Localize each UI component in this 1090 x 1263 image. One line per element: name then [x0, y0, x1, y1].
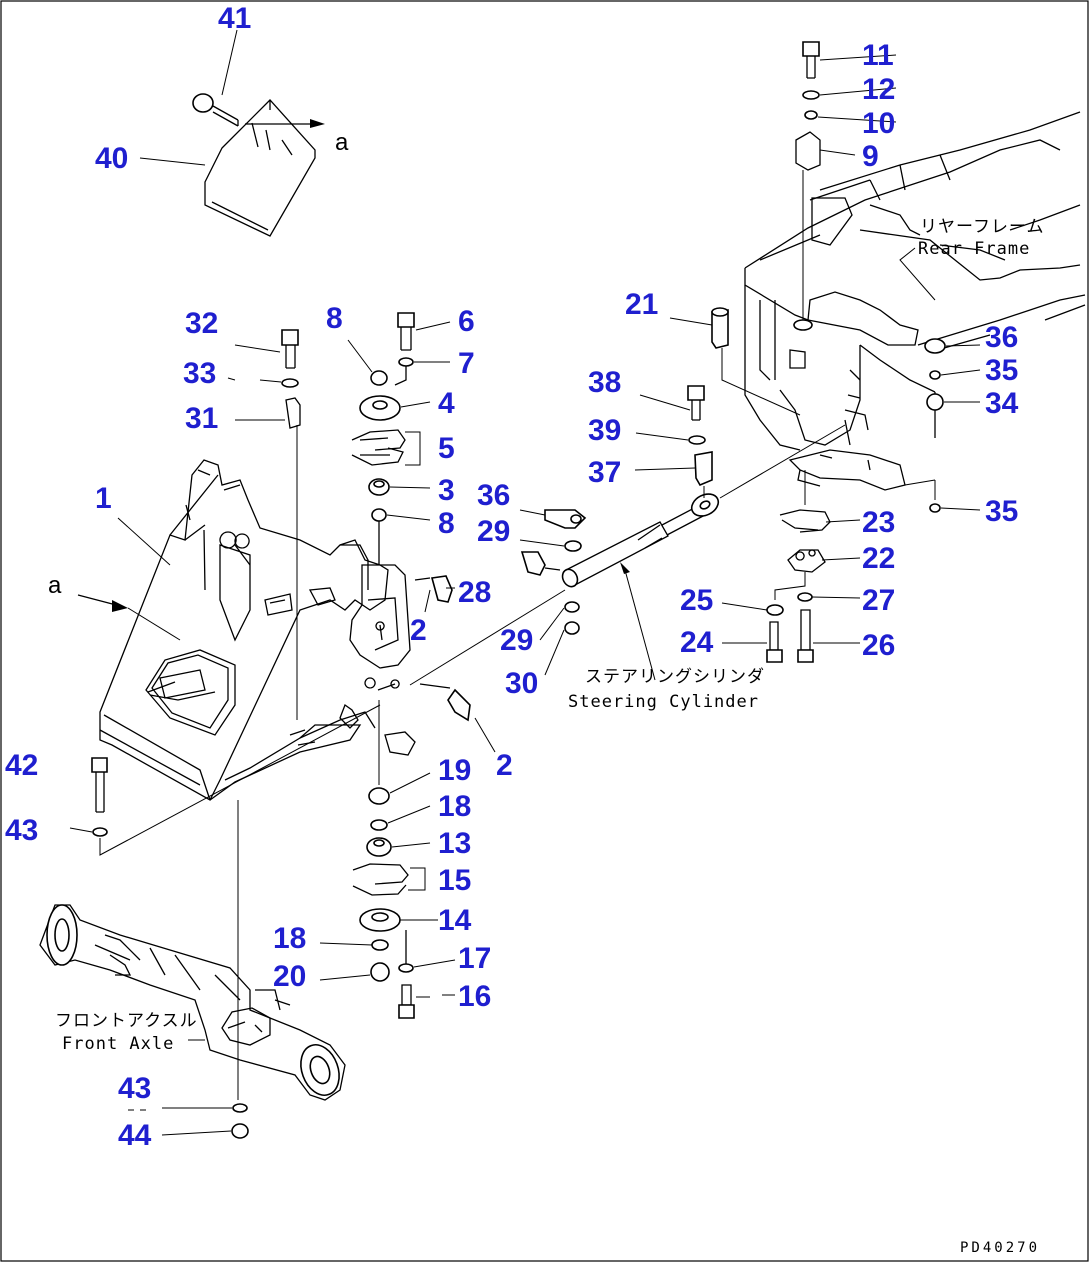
callout-number: 36 [477, 479, 510, 512]
callout-number: 18 [438, 790, 471, 823]
callout-number: 18 [273, 922, 306, 955]
front-axle-label-en: Front Axle [62, 1034, 174, 1054]
steering-bracket [349, 564, 411, 669]
callout-number: 40 [95, 142, 128, 175]
lower-pivot-parts [352, 700, 415, 1019]
callout-number: 29 [500, 624, 533, 657]
callout-number: 2 [496, 749, 513, 782]
callout-number: 7 [458, 347, 475, 380]
callout-number: 12 [862, 73, 895, 106]
callout-number: 31 [185, 402, 218, 435]
callout-number: 8 [438, 507, 455, 540]
callout-number: 17 [458, 942, 491, 975]
callout-number: 26 [862, 629, 895, 662]
callout-number: 5 [438, 432, 455, 465]
callout-number: 11 [862, 39, 894, 72]
upper-pivot-parts [351, 312, 415, 565]
callout-number: 2 [410, 614, 427, 647]
leader-lines [69, 29, 981, 1136]
callout-number: 35 [985, 354, 1018, 387]
callout-number: 20 [273, 960, 306, 993]
callout-number: 9 [862, 140, 879, 173]
view-marker-top: a [335, 129, 349, 156]
view-marker-left: a [48, 572, 62, 599]
pin-31-parts [281, 329, 301, 720]
callout-number: 39 [588, 414, 621, 447]
callout-number: 33 [183, 357, 216, 390]
callout-number: 13 [438, 827, 471, 860]
callout-number: 29 [477, 515, 510, 548]
callout-number: 16 [458, 980, 491, 1013]
steering-cylinder-label-jp: ステアリングシリンダ [585, 667, 765, 687]
callout-number: 14 [438, 904, 472, 937]
callout-number: 6 [458, 305, 475, 338]
callout-number: 41 [218, 2, 251, 35]
component-labels: リヤーフレーム Rear Frame ステアリングシリンダ Steering C… [48, 129, 1044, 1256]
rear-lower-parts [766, 338, 946, 663]
front-axle-part [39, 904, 346, 1101]
rear-frame-bracket [788, 409, 906, 491]
callout-number: 44 [118, 1119, 152, 1152]
callout-number: 22 [862, 542, 895, 575]
steering-cylinder-label-en: Steering Cylinder [568, 692, 759, 712]
rear-pivot-parts [711, 41, 821, 416]
callout-number: 8 [326, 302, 343, 335]
rear-frame-part [744, 111, 1086, 451]
callout-number: 27 [862, 584, 895, 617]
callout-number: 36 [985, 321, 1018, 354]
callout-number: 25 [680, 584, 713, 617]
callout-number: 3 [438, 474, 455, 507]
steering-cylinder-part [561, 493, 720, 588]
callout-number: 30 [505, 667, 538, 700]
bolt-42-parts [91, 704, 381, 856]
callout-numbers: 41 40 11 12 10 9 21 36 35 34 35 32 33 31… [5, 2, 1019, 1152]
callout-number: 21 [625, 288, 658, 321]
callout-number: 43 [118, 1072, 151, 1105]
callout-number: 28 [458, 576, 491, 609]
callout-number: 42 [5, 749, 38, 782]
drawing-code: PD40270 [960, 1240, 1040, 1256]
callout-number: 43 [5, 814, 38, 847]
front-axle-label-jp: フロントアクスル [55, 1011, 198, 1031]
callout-number: 4 [438, 387, 455, 420]
callout-number: 38 [588, 366, 621, 399]
callout-number: 10 [862, 107, 895, 140]
callout-number: 19 [438, 754, 471, 787]
callout-number: 23 [862, 506, 895, 539]
axle-mount-parts [231, 800, 249, 1139]
cover-plate-part [192, 93, 325, 237]
rear-frame-label-en: Rear Frame [918, 239, 1030, 259]
view-arrow-left [77, 594, 181, 641]
callout-number: 37 [588, 456, 621, 489]
pin-37-parts [687, 385, 846, 499]
callout-number: 15 [438, 864, 471, 897]
callout-number: 24 [680, 626, 714, 659]
callout-number: 1 [95, 482, 112, 515]
front-frame-part [99, 459, 416, 801]
grease-fitting-parts [364, 575, 471, 722]
callout-number: 34 [985, 387, 1019, 420]
callout-number: 32 [185, 307, 218, 340]
rear-frame-label-jp: リヤーフレーム [920, 217, 1044, 237]
callout-number: 35 [985, 495, 1018, 528]
cylinder-pin-parts [409, 509, 587, 686]
